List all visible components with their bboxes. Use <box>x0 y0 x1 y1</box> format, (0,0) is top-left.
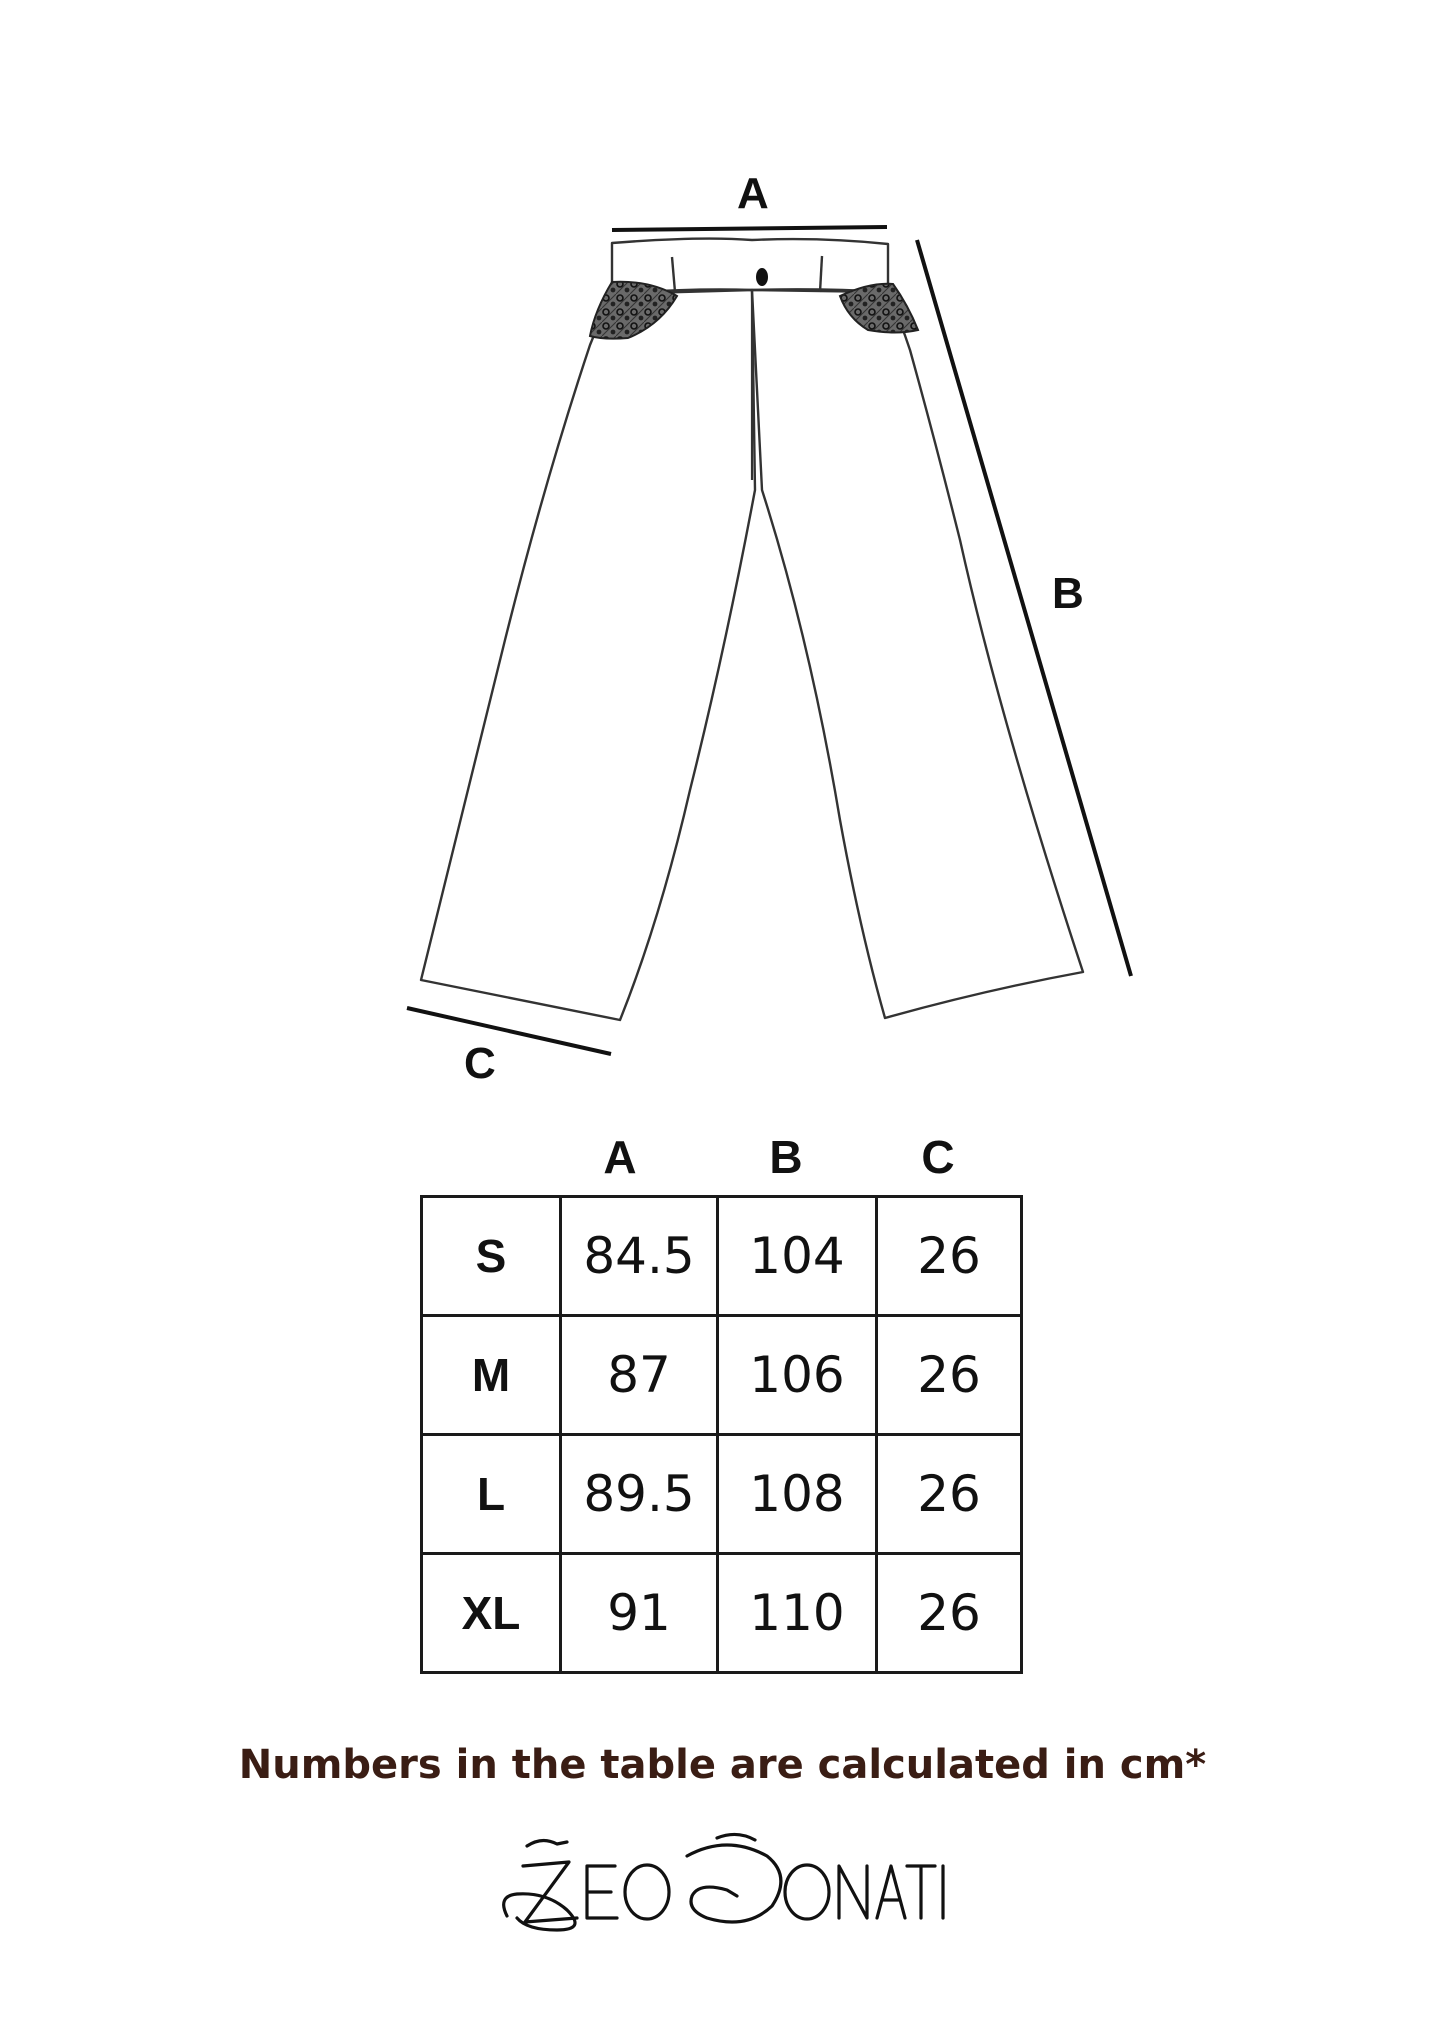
table-row: L 89.5 108 26 <box>420 1433 1023 1555</box>
belt-loop-right <box>818 255 824 293</box>
size-cell: L <box>420 1433 562 1555</box>
value-cell-b: 104 <box>716 1195 878 1317</box>
measure-label-c: C <box>464 1039 496 1088</box>
size-cell: M <box>420 1314 562 1436</box>
column-header-b: B <box>769 1131 803 1183</box>
table-row: S 84.5 104 26 <box>420 1195 1023 1317</box>
waist-measure-line <box>611 225 888 232</box>
measure-label-b: B <box>1052 569 1084 618</box>
table-row: XL 91 110 26 <box>420 1552 1023 1674</box>
belt-loop-left <box>670 256 677 293</box>
column-header-c: C <box>921 1131 955 1183</box>
value-cell-a: 91 <box>559 1552 719 1674</box>
lace-pocket-right <box>838 282 920 334</box>
size-table: S 84.5 104 26 M 87 106 26 L 89.5 108 26 … <box>420 1195 1023 1674</box>
pants-outline <box>419 237 1085 1022</box>
value-cell-a: 89.5 <box>559 1433 719 1555</box>
column-header-a: A <box>603 1131 637 1183</box>
value-cell-c: 26 <box>875 1552 1023 1674</box>
size-cell: S <box>420 1195 562 1317</box>
length-measure-line <box>915 239 1133 977</box>
value-cell-b: 106 <box>716 1314 878 1436</box>
value-cell-a: 87 <box>559 1314 719 1436</box>
value-cell-c: 26 <box>875 1433 1023 1555</box>
value-cell-c: 26 <box>875 1195 1023 1317</box>
button-icon <box>756 268 768 286</box>
value-cell-c: 26 <box>875 1314 1023 1436</box>
brand-logo <box>502 1832 945 1932</box>
value-cell-b: 108 <box>716 1433 878 1555</box>
measure-label-a: A <box>737 169 769 218</box>
lace-pocket-left <box>588 280 679 340</box>
value-cell-b: 110 <box>716 1552 878 1674</box>
size-cell: XL <box>420 1552 562 1674</box>
pants-diagram <box>406 225 1133 1056</box>
value-cell-a: 84.5 <box>559 1195 719 1317</box>
hem-measure-line <box>406 1006 612 1056</box>
table-row: M 87 106 26 <box>420 1314 1023 1436</box>
units-note: Numbers in the table are calculated in c… <box>238 1742 1207 1788</box>
